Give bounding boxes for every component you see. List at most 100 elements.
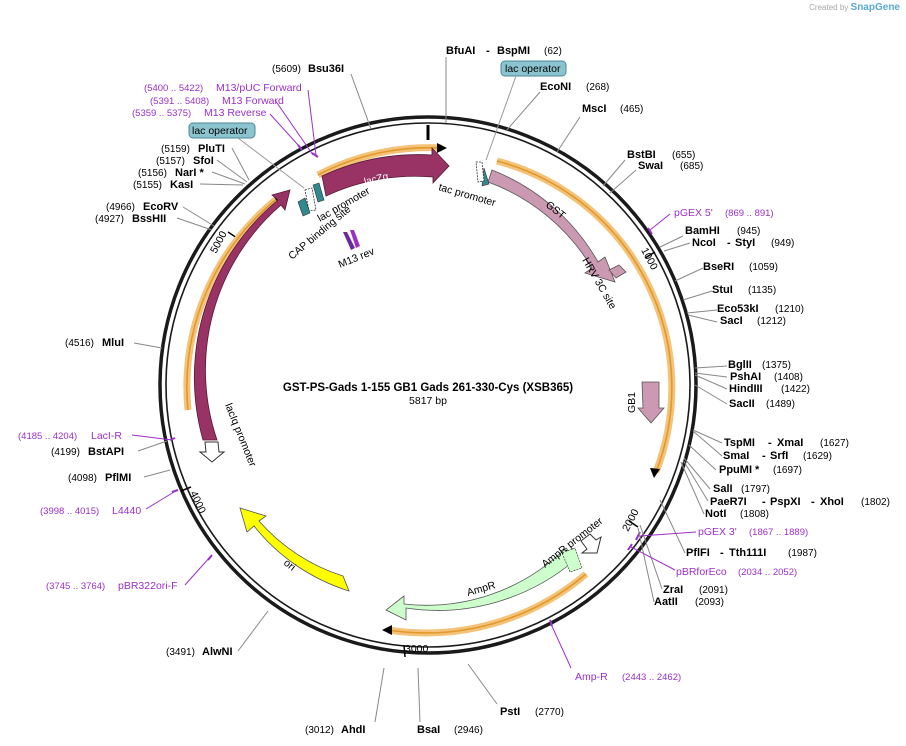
primer-m13puc[interactable]: (5400 .. 5422) M13/pUC Forward bbox=[144, 82, 302, 94]
enzyme-ncoi-position: (949) bbox=[771, 238, 794, 249]
feature-cap-binding-site[interactable]: CAP binding site bbox=[286, 197, 353, 262]
enzyme-tspmi-sep: - bbox=[768, 437, 772, 449]
enzyme-alwni[interactable]: (3491) AlwNI bbox=[166, 646, 233, 658]
enzyme-pluti[interactable]: (5159) PluTI bbox=[161, 143, 225, 155]
enzyme-ppumi-name: PpuMI * bbox=[719, 464, 760, 476]
orf-ampr-line bbox=[387, 573, 587, 634]
enzyme-hindiii[interactable]: HindIII (1422) bbox=[729, 383, 810, 395]
m13-rev-label: M13 rev bbox=[337, 245, 377, 271]
primer-m13puc-position: (5400 .. 5422) bbox=[144, 83, 203, 94]
enzyme-bfuai[interactable]: BfuAI - BspMI (62) bbox=[446, 45, 562, 57]
primer-m13rev[interactable]: (5359 .. 5375) M13 Reverse bbox=[132, 107, 267, 119]
enzyme-ahdi[interactable]: (3012) AhdI bbox=[305, 724, 365, 736]
primer-laci-r-position: (4185 .. 4204) bbox=[18, 431, 77, 442]
enzyme-psti[interactable]: PstI (2770) bbox=[500, 706, 564, 718]
primer-pgex5[interactable]: pGEX 5' (869 .. 891) bbox=[674, 207, 774, 219]
enzyme-tspmi-position: (1627) bbox=[820, 438, 849, 449]
primer-l4440[interactable]: (3998 .. 4015) L4440 bbox=[40, 505, 141, 517]
enzyme-ppumi[interactable]: PpuMI * (1697) bbox=[719, 464, 802, 476]
created-by-text: Created by bbox=[809, 3, 849, 12]
enzyme-stui-position: (1135) bbox=[748, 285, 776, 296]
enzyme-pflmi[interactable]: (4098) PflMI bbox=[68, 472, 131, 484]
enzyme-aatii-position: (2093) bbox=[695, 597, 724, 608]
feature-ori[interactable]: ori bbox=[239, 507, 350, 592]
enzyme-ncoi-sep: - bbox=[727, 237, 731, 249]
feature-m13-rev[interactable]: M13 rev bbox=[337, 230, 377, 271]
enzyme-mlui[interactable]: (4516) MluI bbox=[65, 337, 124, 349]
primer-pgex5-position: (869 .. 891) bbox=[725, 208, 774, 219]
enzyme-paer7i-name: PaeR7I bbox=[710, 496, 747, 508]
enzyme-saci-name: SacI bbox=[720, 315, 743, 327]
enzyme-saci-position: (1212) bbox=[757, 316, 786, 327]
enzyme-bsu36i-position: (5609) bbox=[272, 64, 301, 75]
enzyme-pflfi[interactable]: PflFI - Tth111I (1987) bbox=[686, 547, 817, 559]
primer-pgex3[interactable]: pGEX 3' (1867 .. 1889) bbox=[698, 526, 808, 538]
enzyme-pshai[interactable]: PshAI (1408) bbox=[730, 371, 803, 383]
enzyme-pflmi-position: (4098) bbox=[68, 473, 97, 484]
enzyme-kasi-name: KasI bbox=[170, 179, 193, 191]
enzyme-bsai[interactable]: BsaI (2946) bbox=[417, 724, 483, 736]
enzyme-bfuai-name: BfuAI bbox=[446, 45, 475, 57]
enzyme-saci[interactable]: SacI (1212) bbox=[720, 315, 786, 327]
enzyme-xmai-name: XmaI bbox=[777, 437, 803, 449]
primer-m13fwd[interactable]: (5391 .. 5408) M13 Forward bbox=[150, 95, 284, 107]
enzyme-bsshii-name: BssHII bbox=[132, 213, 166, 225]
enzyme-noti[interactable]: NotI (1808) bbox=[705, 508, 769, 520]
enzyme-bseri[interactable]: BseRI (1059) bbox=[703, 261, 778, 273]
primer-laci-r-name: LacI-R bbox=[91, 430, 122, 442]
feature-lacza[interactable]: lacZα bbox=[321, 146, 450, 197]
enzyme-xhoi-name: XhoI bbox=[820, 496, 844, 508]
primer-m13fwd-name: M13 Forward bbox=[222, 95, 284, 107]
primer-laci-r[interactable]: (4185 .. 4204) LacI-R bbox=[18, 430, 122, 442]
enzyme-kasi[interactable]: (5155) KasI bbox=[133, 179, 193, 191]
enzyme-tspmi[interactable]: TspMI - XmaI (1627) bbox=[724, 437, 849, 449]
feature-lac-operator-left[interactable]: lac operator bbox=[188, 122, 305, 189]
feature-lac-operator-top[interactable]: lac operator bbox=[485, 60, 567, 161]
enzyme-pluti-name: PluTI bbox=[198, 143, 225, 155]
enzyme-bstbi[interactable]: BstBI (655) bbox=[627, 149, 695, 161]
enzyme-swai-name: SwaI bbox=[638, 160, 663, 172]
enzyme-aatii-name: AatII bbox=[654, 596, 678, 608]
enzyme-alwni-name: AlwNI bbox=[202, 646, 233, 658]
primer-pbr322ori[interactable]: (3745 .. 3764) pBR322ori-F bbox=[46, 580, 178, 592]
feature-laci[interactable]: lacI bbox=[193, 189, 291, 441]
orf-arcs bbox=[183, 144, 676, 637]
enzyme-smai[interactable]: SmaI - SrfI (1629) bbox=[723, 450, 832, 462]
enzyme-ncoi[interactable]: NcoI - StyI (949) bbox=[692, 237, 794, 249]
enzyme-msci[interactable]: MscI (465) bbox=[582, 103, 643, 115]
laci-label: lacI bbox=[213, 310, 227, 327]
enzyme-stui[interactable]: StuI (1135) bbox=[712, 284, 776, 296]
enzyme-aatii[interactable]: AatII (2093) bbox=[654, 596, 724, 608]
enzyme-swai[interactable]: SwaI (685) bbox=[638, 160, 703, 172]
enzyme-tspmi-name: TspMI bbox=[724, 437, 755, 449]
enzyme-econi[interactable]: EcoNI (268) bbox=[540, 81, 609, 93]
enzyme-bstbi-position: (655) bbox=[672, 150, 695, 161]
enzyme-psti-name: PstI bbox=[500, 706, 520, 718]
enzyme-bsshii[interactable]: (4927) BssHII bbox=[95, 213, 166, 225]
enzyme-bfuai-position: (62) bbox=[544, 46, 562, 57]
enzyme-zrai[interactable]: ZraI (2091) bbox=[663, 584, 728, 596]
enzyme-nari[interactable]: (5156) NarI * bbox=[138, 167, 204, 179]
enzyme-ecorv[interactable]: (4966) EcoRV bbox=[106, 201, 179, 213]
enzyme-bstapi[interactable]: (4199) BstAPI bbox=[51, 446, 124, 458]
plasmid-backbone bbox=[158, 115, 698, 655]
enzyme-ppumi-position: (1697) bbox=[773, 465, 802, 476]
enzyme-sali[interactable]: SalI (1797) bbox=[713, 483, 770, 495]
enzyme-sfoi[interactable]: (5157) SfoI bbox=[156, 155, 214, 167]
enzyme-bsai-position: (2946) bbox=[454, 725, 483, 736]
primer-m13rev-name: M13 Reverse bbox=[204, 107, 267, 119]
enzyme-eco53ki[interactable]: Eco53kI (1210) bbox=[717, 303, 804, 315]
enzyme-bsu36i[interactable]: (5609) Bsu36I bbox=[272, 63, 344, 75]
enzyme-zrai-position: (2091) bbox=[699, 585, 728, 596]
feature-gb1[interactable]: GB1 bbox=[626, 381, 665, 424]
enzyme-bamhi[interactable]: BamHI (945) bbox=[685, 225, 760, 237]
primer-pbrforeco[interactable]: pBRforEco (2034 .. 2052) bbox=[676, 566, 797, 578]
feature-ampr-promoter[interactable]: AmpR promoter bbox=[539, 515, 606, 573]
enzyme-sacii[interactable]: SacII (1489) bbox=[729, 398, 795, 410]
enzyme-sali-position: (1797) bbox=[741, 484, 770, 495]
enzyme-paer7i[interactable]: PaeR7I - PspXI - XhoI (1802) bbox=[710, 496, 890, 508]
enzyme-nari-name: NarI * bbox=[175, 167, 204, 179]
primer-ampr[interactable]: Amp-R (2443 .. 2462) bbox=[575, 671, 681, 683]
enzyme-bglii[interactable]: BglII (1375) bbox=[728, 359, 791, 371]
enzyme-ecorv-name: EcoRV bbox=[143, 201, 179, 213]
